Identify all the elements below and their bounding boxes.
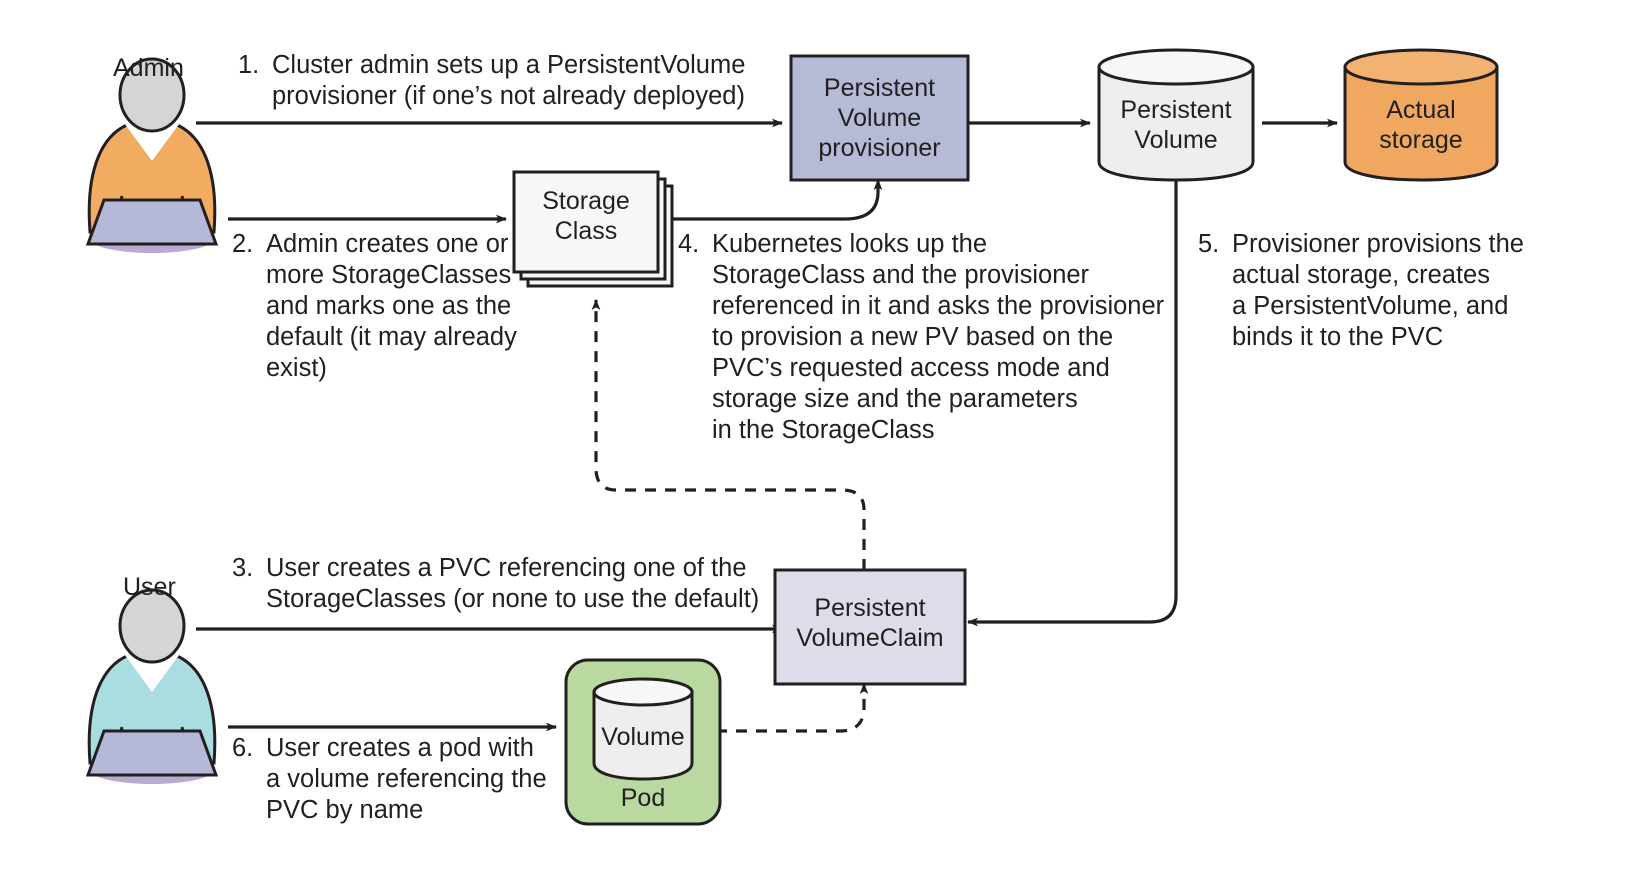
edge-pv-to-pvc bbox=[967, 176, 1178, 627]
pvc-box bbox=[773, 568, 967, 686]
step-5-text: Provisioner provisions the actual storag… bbox=[1232, 230, 1524, 351]
edge-pvc-to-storageclass-dashed bbox=[591, 299, 866, 570]
node-pvc[interactable] bbox=[773, 568, 967, 686]
step-2: 2. Admin creates one or more StorageClas… bbox=[232, 229, 517, 384]
step-6: 6. User creates a pod with a volume refe… bbox=[232, 733, 547, 826]
step-6-number: 6. bbox=[232, 734, 254, 762]
actor-admin-label: Admin bbox=[113, 54, 184, 82]
provisioner-box bbox=[789, 54, 970, 182]
step-5: 5. Provisioner provisions the actual sto… bbox=[1198, 229, 1524, 353]
actor-user-label: User bbox=[123, 573, 176, 601]
step-4: 4. Kubernetes looks up the StorageClass … bbox=[678, 229, 1164, 446]
node-volume[interactable] bbox=[592, 677, 694, 781]
edge-volume-to-pvc-dashed bbox=[716, 683, 869, 733]
actual-storage-top bbox=[1343, 48, 1499, 86]
volume-cylinder-top bbox=[592, 677, 694, 707]
actor-user bbox=[85, 588, 219, 784]
step-3-number: 3. bbox=[232, 554, 254, 582]
node-pod[interactable] bbox=[564, 658, 722, 826]
user-laptop bbox=[85, 729, 219, 777]
storage-class-front bbox=[512, 170, 660, 274]
actor-admin bbox=[85, 57, 219, 253]
node-persistent-volume[interactable] bbox=[1097, 48, 1255, 182]
step-3-text: User creates a PVC referencing one of th… bbox=[266, 554, 760, 613]
step-4-number: 4. bbox=[678, 230, 700, 258]
node-provisioner[interactable] bbox=[789, 54, 970, 182]
node-storage-class[interactable] bbox=[512, 170, 674, 288]
step-5-number: 5. bbox=[1198, 230, 1220, 258]
pv-cylinder-top bbox=[1097, 48, 1255, 86]
node-actual-storage[interactable] bbox=[1343, 48, 1499, 182]
step-2-number: 2. bbox=[232, 230, 254, 258]
actual-storage-body bbox=[1343, 65, 1499, 182]
user-head bbox=[118, 588, 186, 664]
step-1-number: 1. bbox=[238, 51, 260, 79]
edge-storageclass-to-provisioner bbox=[672, 179, 883, 221]
step-2-text: Admin creates one or more StorageClasses… bbox=[266, 230, 517, 382]
step-1: 1. Cluster admin sets up a PersistentVol… bbox=[238, 50, 745, 112]
admin-laptop bbox=[85, 198, 219, 246]
step-1-text: Cluster admin sets up a PersistentVolume… bbox=[272, 51, 746, 110]
pv-cylinder-body bbox=[1097, 65, 1255, 182]
step-4-text: Kubernetes looks up the StorageClass and… bbox=[712, 230, 1165, 444]
volume-cylinder-body bbox=[592, 690, 694, 781]
step-6-text: User creates a pod with a volume referen… bbox=[266, 734, 547, 824]
admin-head bbox=[118, 57, 186, 133]
step-3: 3. User creates a PVC referencing one of… bbox=[232, 553, 759, 615]
